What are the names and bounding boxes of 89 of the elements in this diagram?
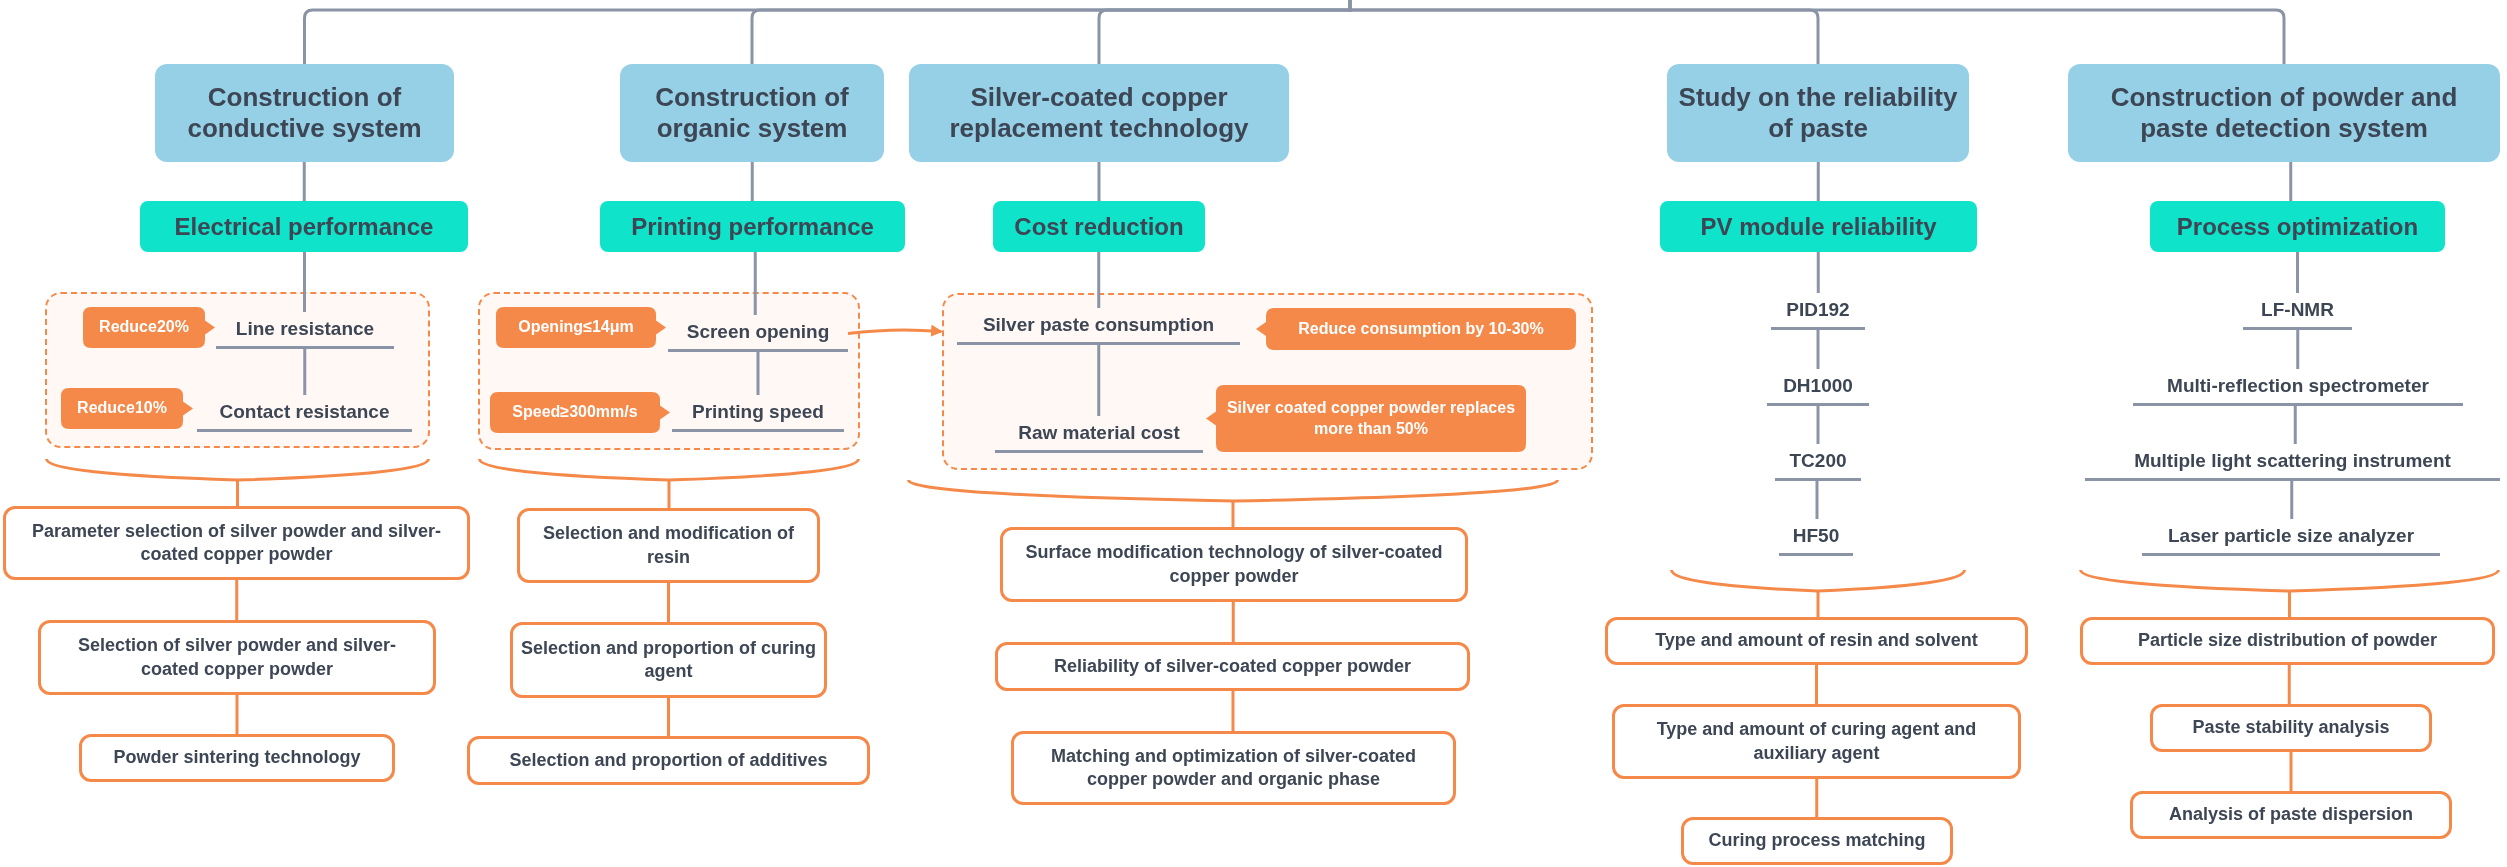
dashed-group bbox=[45, 292, 430, 448]
arrow bbox=[847, 324, 943, 337]
connector-line bbox=[1816, 162, 1820, 201]
list-item: LF-NMR bbox=[2243, 293, 2352, 330]
connector-line bbox=[667, 583, 670, 622]
process-box: Selection and modification of resin bbox=[517, 508, 820, 583]
connector-line bbox=[1348, 0, 2286, 64]
list-item: DH1000 bbox=[1767, 369, 1869, 406]
connector-line bbox=[1231, 691, 1235, 731]
list-item: Line resistance bbox=[216, 312, 394, 349]
performance-label: Cost reduction bbox=[993, 201, 1205, 252]
process-box: Paste stability analysis bbox=[2150, 704, 2432, 752]
process-box: Parameter selection of silver powder and silver-coated copper powder bbox=[3, 506, 470, 580]
process-box: Type and amount of resin and solvent bbox=[1605, 617, 2028, 665]
connector-line bbox=[2296, 252, 2299, 293]
connector-line bbox=[2290, 481, 2294, 519]
dashed-group bbox=[478, 292, 860, 450]
performance-label: Electrical performance bbox=[140, 201, 468, 252]
category-box: Silver-coated copper replacement technology bbox=[909, 64, 1289, 162]
process-box: Particle size distribution of powder bbox=[2080, 617, 2495, 665]
list-item: Contact resistance bbox=[197, 395, 412, 432]
connector-line bbox=[1231, 602, 1235, 642]
category-box: Construction of powder and paste detection system bbox=[2068, 64, 2500, 162]
process-box: Surface modification technology of silver-coated copper powder bbox=[1000, 527, 1468, 602]
connector-line bbox=[667, 698, 670, 736]
connector-line bbox=[236, 480, 239, 506]
connector-line bbox=[1097, 162, 1101, 201]
callout-tag: Reduce consumption by 10-30% bbox=[1256, 308, 1576, 350]
process-box: Powder sintering technology bbox=[79, 734, 395, 782]
callout-tag: Speed≥300mm/s bbox=[490, 392, 670, 433]
performance-label: Printing performance bbox=[600, 201, 905, 252]
connector-line bbox=[1815, 481, 1819, 519]
connector-line bbox=[750, 162, 754, 201]
list-item: Multiple light scattering instrument bbox=[2085, 444, 2500, 481]
curly-brace bbox=[2079, 569, 2500, 593]
callout-tag: Reduce20% bbox=[83, 307, 215, 348]
process-box: Selection and proportion of curing agent bbox=[510, 622, 827, 698]
connector-line bbox=[303, 349, 307, 395]
list-item: Raw material cost bbox=[995, 416, 1203, 453]
curly-brace bbox=[45, 458, 430, 482]
process-box: Matching and optimization of silver-coated copper powder and organic phase bbox=[1011, 731, 1456, 805]
connector-line bbox=[2287, 665, 2291, 704]
connector-line bbox=[2296, 330, 2300, 369]
callout-tag: Silver coated copper powder replaces more than 50% bbox=[1206, 385, 1526, 452]
list-item: Multi-reflection spectrometer bbox=[2133, 369, 2463, 406]
connector-line bbox=[1816, 591, 1820, 617]
list-item: TC200 bbox=[1775, 444, 1861, 481]
connector-line bbox=[1097, 252, 1101, 308]
category-box: Construction of organic system bbox=[620, 64, 884, 162]
list-item: Silver paste consumption bbox=[957, 308, 1240, 345]
connector-line bbox=[235, 695, 239, 734]
curly-brace bbox=[1670, 569, 1966, 593]
connector-line bbox=[2289, 752, 2293, 791]
list-item: HF50 bbox=[1779, 519, 1853, 556]
list-item: Laser particle size analyzer bbox=[2142, 519, 2440, 556]
curly-brace bbox=[907, 479, 1559, 503]
process-box: Selection of silver powder and silver-coated copper powder bbox=[38, 620, 436, 695]
connector-line bbox=[2288, 591, 2291, 617]
connector-line bbox=[1815, 779, 1819, 817]
process-box: Curing process matching bbox=[1681, 817, 1953, 865]
connector-line bbox=[1097, 345, 1101, 416]
process-box: Type and amount of curing agent and auxiliary agent bbox=[1612, 704, 2021, 779]
connector-line bbox=[2289, 162, 2293, 201]
connector-line bbox=[1231, 501, 1235, 527]
connector-line bbox=[303, 252, 306, 312]
callout-tag: Reduce10% bbox=[61, 388, 193, 429]
performance-label: Process optimization bbox=[2150, 201, 2445, 252]
process-box: Selection and proportion of additives bbox=[467, 736, 870, 785]
list-item: Printing speed bbox=[672, 395, 844, 432]
connector-line bbox=[1816, 252, 1820, 293]
category-box: Study on the reliability of paste bbox=[1667, 64, 1969, 162]
connector-line bbox=[1815, 665, 1818, 704]
connector-line bbox=[667, 480, 671, 508]
process-box: Reliability of silver-coated copper powder bbox=[995, 642, 1470, 691]
callout-tag: Opening≤14μm bbox=[496, 307, 666, 348]
dashed-group bbox=[942, 293, 1593, 470]
category-box: Construction of conductive system bbox=[155, 64, 454, 162]
connector-line bbox=[1816, 406, 1820, 444]
connector-line bbox=[2293, 406, 2297, 444]
list-item: Screen opening bbox=[668, 315, 848, 352]
curly-brace bbox=[478, 458, 860, 482]
connector-line bbox=[235, 580, 239, 620]
connector-line bbox=[753, 252, 757, 315]
connector-line bbox=[1816, 330, 1820, 369]
connector-line bbox=[302, 162, 306, 201]
list-item: PID192 bbox=[1771, 293, 1865, 330]
performance-label: PV module reliability bbox=[1660, 201, 1977, 252]
connector-line bbox=[756, 352, 760, 395]
process-box: Analysis of paste dispersion bbox=[2130, 791, 2452, 839]
